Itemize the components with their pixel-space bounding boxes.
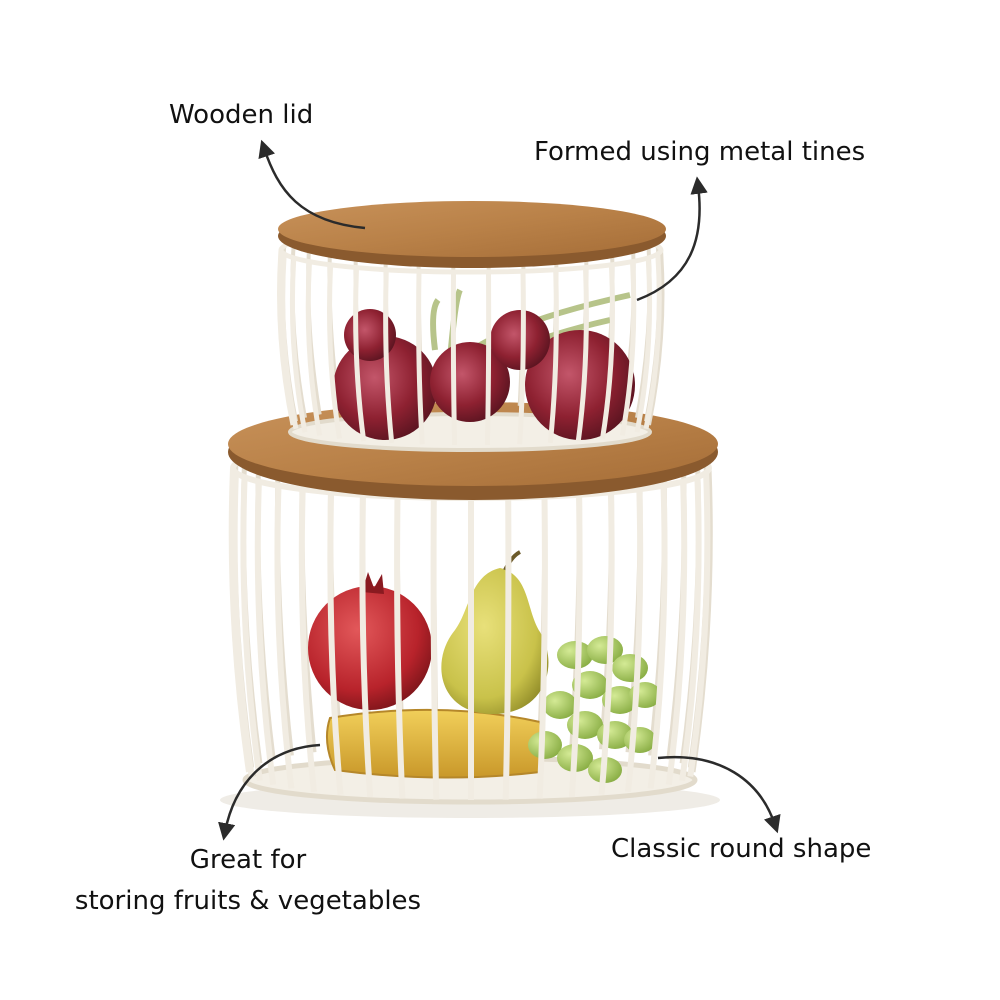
label-metal-tines: Formed using metal tines xyxy=(534,137,866,167)
metal-tine xyxy=(598,492,615,795)
metal-tine xyxy=(600,264,615,439)
bottom-basket xyxy=(228,402,718,805)
metal-tine xyxy=(517,271,526,445)
pomegranate xyxy=(308,586,432,710)
metal-tine xyxy=(536,496,548,799)
metal-tine xyxy=(568,494,583,798)
top-basket xyxy=(277,201,666,452)
metal-tine xyxy=(289,257,308,433)
metal-tine xyxy=(394,496,406,799)
onion xyxy=(490,310,550,370)
metal-tine xyxy=(416,271,425,445)
metal-tine xyxy=(450,271,458,445)
label-wooden-lid: Wooden lid xyxy=(169,100,314,130)
metal-tine xyxy=(277,249,296,426)
metal-tine xyxy=(359,494,374,798)
label-round-shape: Classic round shape xyxy=(611,834,872,864)
arrow-wooden-lid xyxy=(258,139,366,230)
metal-tine xyxy=(575,267,589,442)
top-basket-front-wires xyxy=(277,225,664,445)
metal-tine xyxy=(647,485,668,789)
bottom-basket-front-wires xyxy=(228,435,712,800)
metal-tine xyxy=(353,267,367,442)
metal-tine xyxy=(547,269,559,444)
metal-tine xyxy=(484,271,492,445)
metal-tine xyxy=(502,497,512,800)
top-lid-top xyxy=(278,201,666,257)
metal-tine xyxy=(327,264,342,439)
metal-tine xyxy=(240,477,263,782)
metal-tine xyxy=(254,481,277,786)
pear xyxy=(441,568,549,715)
onions xyxy=(333,288,635,440)
metal-tine xyxy=(687,472,711,777)
metal-tine xyxy=(228,467,252,773)
metal-tine xyxy=(305,261,323,436)
metal-tine xyxy=(643,253,662,430)
label-storage-line1: Great for xyxy=(189,845,307,875)
metal-tine xyxy=(383,269,395,444)
metal-tine xyxy=(625,489,644,793)
metal-tine xyxy=(679,477,702,782)
arrow-metal-tines xyxy=(636,176,708,302)
metal-tine xyxy=(298,489,317,793)
arrow-storage xyxy=(218,743,321,841)
metal-tine xyxy=(634,257,653,433)
metal-tine xyxy=(430,497,440,800)
metal-tine xyxy=(274,485,295,789)
metal-tine xyxy=(665,481,688,786)
arrow-round-shape xyxy=(657,755,781,834)
metal-tine xyxy=(619,261,637,436)
label-storage-line2: storing fruits & vegetables xyxy=(74,886,422,916)
pomegranate-crown xyxy=(362,572,384,594)
metal-tine xyxy=(327,492,344,795)
